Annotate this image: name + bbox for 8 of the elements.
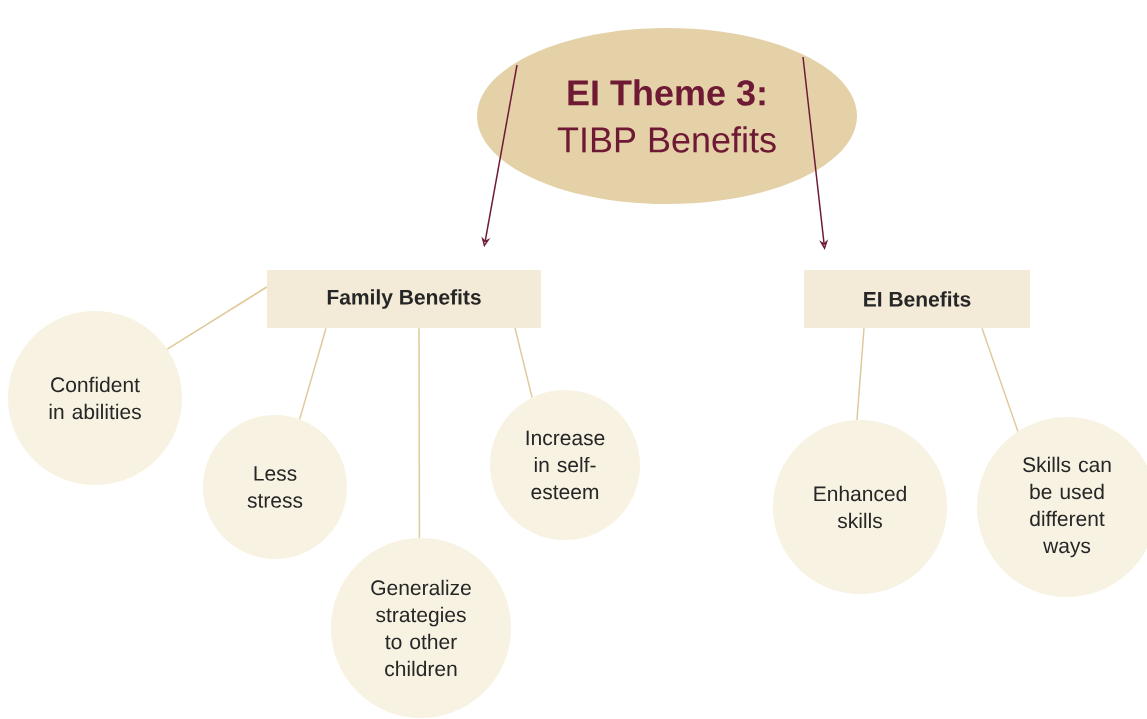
connector-line [514, 327, 533, 399]
connector-line [418, 327, 421, 539]
category-box: EI Benefits [804, 270, 1030, 328]
connector-line [856, 327, 865, 421]
connector-line [981, 327, 1019, 433]
connector-line [166, 286, 268, 350]
category-box: Family Benefits [267, 270, 541, 328]
connector-line [298, 327, 327, 420]
